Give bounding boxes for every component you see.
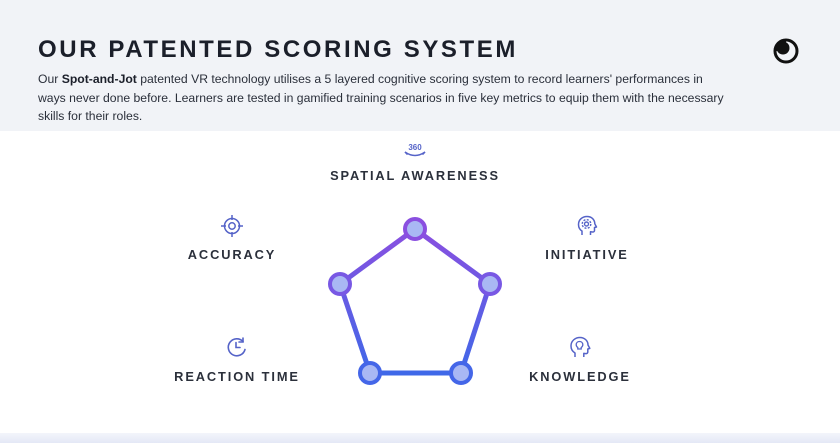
metric-label-knowledge: KNOWLEDGE (529, 369, 631, 384)
node-knowledge (449, 361, 473, 385)
intro-text: patented VR technology utilises a 5 laye… (38, 72, 724, 123)
target-icon (221, 215, 243, 237)
360-icon-text: 360 (408, 143, 422, 152)
metric-label-reaction-time: REACTION TIME (174, 369, 300, 384)
node-initiative (478, 272, 502, 296)
head-gear-icon (577, 215, 598, 235)
intro-prefix: Our (38, 72, 62, 86)
node-accuracy (328, 272, 352, 296)
node-reaction-time (358, 361, 382, 385)
metric-label-spatial-awareness: SPATIAL AWARENESS (330, 168, 500, 183)
page-title: OUR PATENTED SCORING SYSTEM (38, 36, 519, 63)
pentagon-outline (337, 226, 493, 376)
brand-name: Spot-and-Jot (61, 72, 137, 86)
head-lightbulb-icon (570, 336, 591, 357)
footer-section (0, 433, 840, 443)
metric-label-accuracy: ACCURACY (187, 247, 277, 262)
header-section (0, 0, 840, 131)
360-rotate-icon: 360 (404, 143, 426, 157)
node-spatial-awareness (403, 217, 427, 241)
intro-paragraph: Our Spot-and-Jot patented VR technology … (38, 70, 728, 126)
clock-icon (227, 337, 246, 357)
brand-logo-icon[interactable] (772, 37, 800, 65)
metric-label-initiative: INITIATIVE (545, 247, 629, 262)
